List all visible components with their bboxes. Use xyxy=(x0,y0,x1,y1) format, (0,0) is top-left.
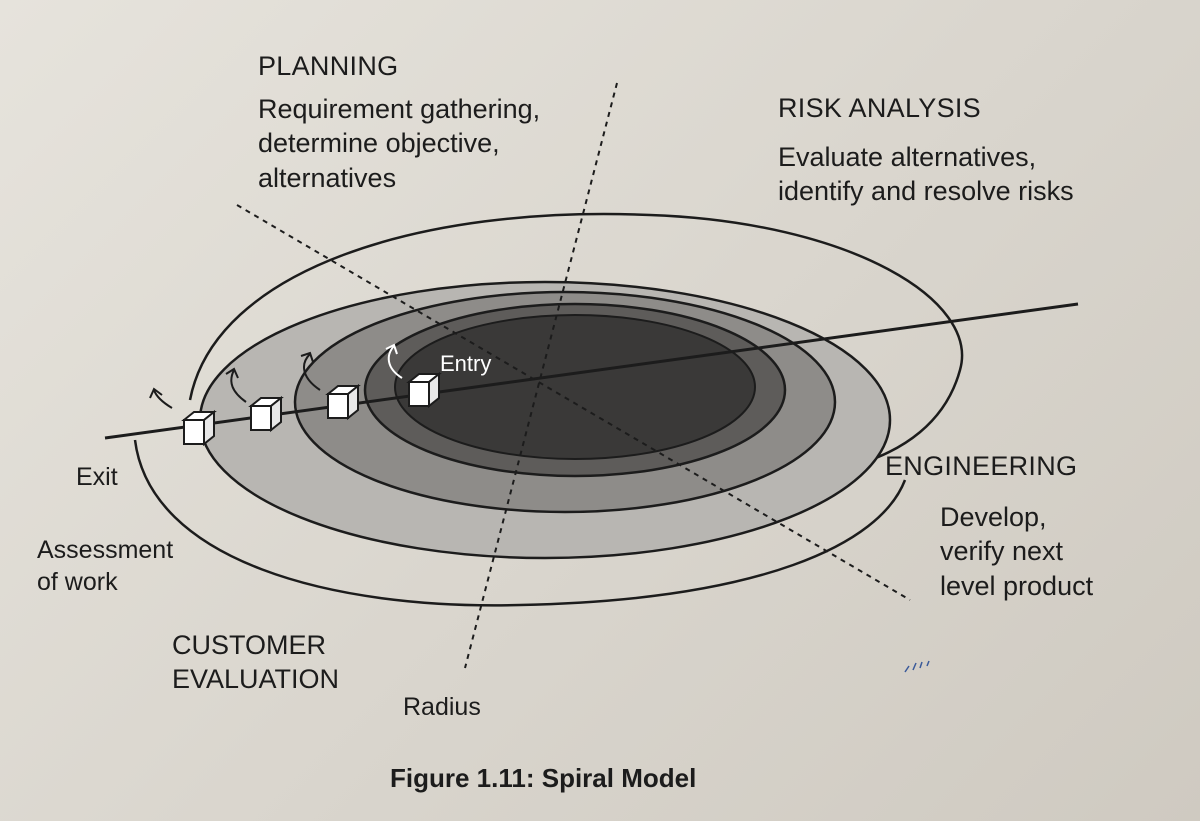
curved-arrow-icon xyxy=(149,387,173,409)
radius-label: Radius xyxy=(403,693,481,721)
prototype-cube xyxy=(181,409,217,447)
spiral-core xyxy=(394,314,756,460)
engineering-title: ENGINEERING xyxy=(885,451,1078,481)
figure-caption: Figure 1.11: Spiral Model xyxy=(390,763,697,793)
entry-label: Entry xyxy=(440,351,492,376)
risk-analysis-description: Evaluate alternatives, identify and reso… xyxy=(778,142,1074,207)
divider-diagonal xyxy=(236,204,911,601)
risk-analysis-title: RISK ANALYSIS xyxy=(778,93,981,123)
assessment-label: Assessment of work xyxy=(37,536,174,596)
exit-label: Exit xyxy=(76,463,118,491)
curved-arrow-icon xyxy=(385,343,403,379)
customer-evaluation-title: CUSTOMER EVALUATION xyxy=(172,630,340,695)
divider-vertical xyxy=(464,82,618,669)
curved-arrow-icon xyxy=(300,351,321,391)
planning-description: Requirement gathering, determine objecti… xyxy=(258,94,541,193)
planning-title: PLANNING xyxy=(258,51,399,81)
curved-arrow-icon xyxy=(225,367,247,403)
spiral-loop-outer xyxy=(133,439,907,607)
prototype-cube xyxy=(406,371,442,409)
ink-mark xyxy=(904,660,930,673)
spiral-loop-upper xyxy=(188,212,964,464)
prototype-cube xyxy=(248,395,284,433)
prototype-cube xyxy=(325,383,361,421)
engineering-description: Develop, verify next level product xyxy=(940,502,1094,601)
